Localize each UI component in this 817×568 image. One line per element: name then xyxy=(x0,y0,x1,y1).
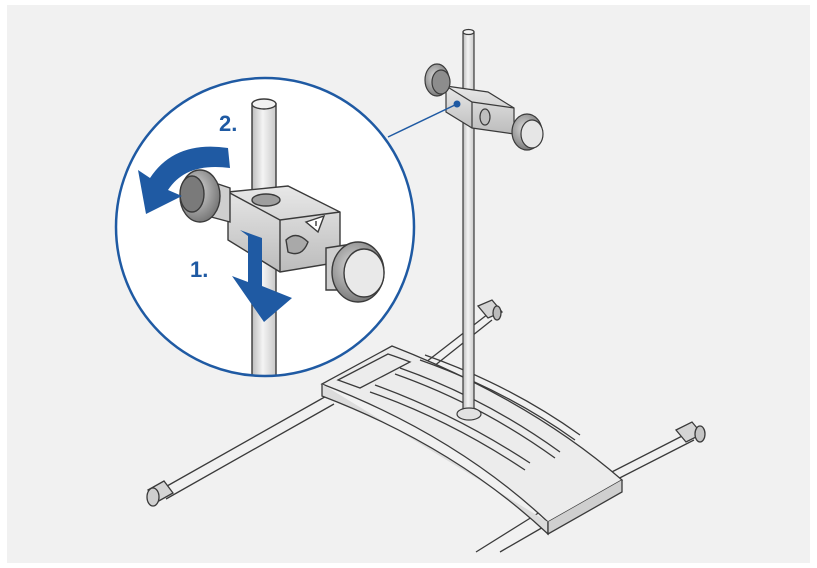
stand-rod xyxy=(456,28,482,421)
warning-triangle-icon xyxy=(304,214,326,234)
base-plate xyxy=(320,345,624,536)
zoom-circle-border xyxy=(114,76,416,378)
zoom-knob-right xyxy=(325,241,385,303)
step-label-1: 1. xyxy=(190,257,208,282)
knob-small-right xyxy=(511,113,544,151)
knob-small-left xyxy=(424,63,451,97)
zoom-knob-left xyxy=(179,169,231,223)
rod-base-collar xyxy=(456,407,482,421)
callout-line xyxy=(387,103,458,138)
rod-end-cap-left xyxy=(146,480,174,507)
rod-end-cap-right xyxy=(674,421,706,443)
arrow-down-icon xyxy=(232,230,292,322)
base-rod-left xyxy=(146,393,335,507)
zoom-detail: 2. 1. xyxy=(114,76,416,378)
rod-end-cap-back xyxy=(476,299,504,321)
rod-clamp-small xyxy=(424,63,544,151)
step-label-2: 2. xyxy=(219,111,237,136)
rotate-arrow-icon xyxy=(138,146,230,214)
stand-base xyxy=(146,299,706,553)
